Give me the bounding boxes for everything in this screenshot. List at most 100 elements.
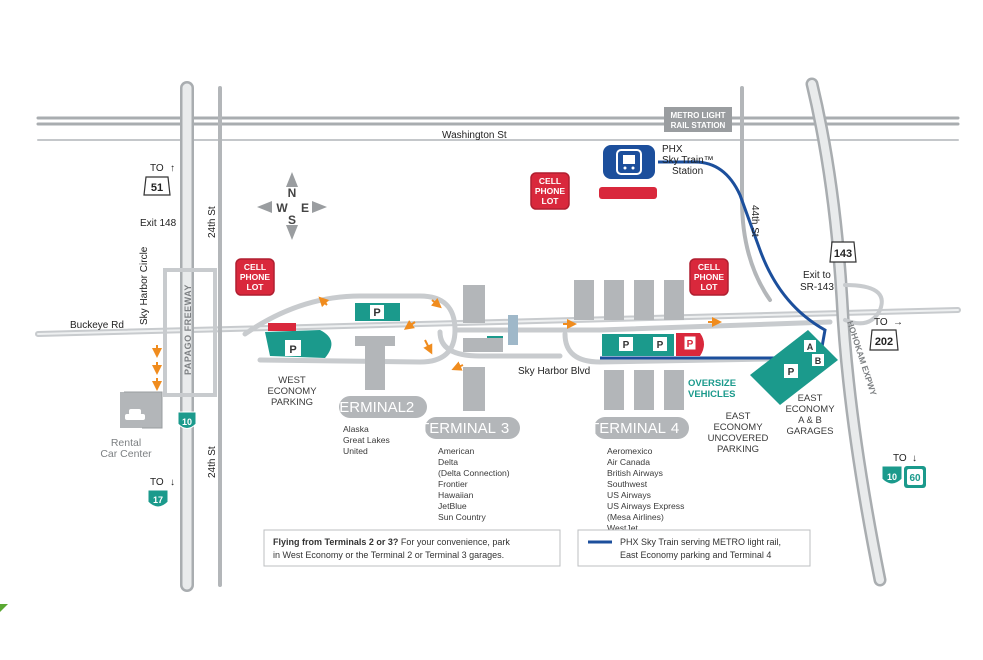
svg-text:Alaska: Alaska [343,424,369,434]
sky-harbor-circle [163,268,217,397]
cell-phone-lot-north: CELL PHONE LOT [530,172,657,210]
terminal-4: TERMINAL 4 Aeromexico Air Canada British… [590,417,689,533]
to-i17-shield: TO ↓ 17 [147,477,175,508]
svg-text:TERMINAL: TERMINAL [590,420,666,437]
exit-sr143-label-1: Exit to [803,270,831,281]
west-economy-parking: P WEST ECONOMY PARKING [265,330,332,408]
oversize-vehicles: OVERSIZE VEHICLES [688,378,736,400]
car-icon [125,409,145,420]
svg-text:10: 10 [887,472,897,482]
svg-text:JetBlue: JetBlue [438,501,467,511]
svg-text:GARAGES: GARAGES [787,426,834,437]
svg-text:CELL: CELL [698,262,720,272]
train-icon [616,149,642,175]
sky-harbor-circle-label: Sky Harbor Circle [139,246,150,325]
east-economy-uncovered: EAST ECONOMY UNCOVERED PARKING [708,411,769,455]
svg-text:VEHICLES: VEHICLES [688,389,736,400]
to-sr51-shield: TO ↑ 51 [143,163,175,196]
east-economy-garages: P A B EAST ECONOMY A & B GARAGES [750,330,838,437]
sky-train-station: PHX Sky Train™ Station [603,144,714,179]
svg-text:American: American [438,446,475,456]
44th-street [740,86,772,302]
svg-text:PARKING: PARKING [717,444,759,455]
svg-text:Sky Train™: Sky Train™ [662,155,714,166]
svg-text:202: 202 [875,336,893,348]
corner-mark [0,604,8,612]
svg-text:51: 51 [151,182,163,194]
svg-text:10: 10 [182,417,192,427]
svg-text:British Airways: British Airways [607,468,663,478]
svg-text:→: → [893,317,903,328]
terminal-3-airlines: American Delta (Delta Connection) Fronti… [438,446,510,522]
svg-text:ECONOMY: ECONOMY [785,404,835,415]
svg-text:PHX Sky Train serving METRO li: PHX Sky Train serving METRO light rail, [620,537,781,547]
44th-street-label: 44th St [749,205,760,237]
svg-text:Great Lakes: Great Lakes [343,435,390,445]
cell-phone-lot-east: CELL PHONE LOT P [676,258,729,356]
svg-text:PHONE: PHONE [694,272,725,282]
svg-text:PHONE: PHONE [240,272,271,282]
svg-text:P: P [687,339,694,350]
svg-text:LOT: LOT [542,196,560,206]
svg-text:Car Center: Car Center [100,448,152,460]
svg-text:A: A [807,342,814,352]
svg-text:PARKING: PARKING [271,397,313,408]
exit-148-label: Exit 148 [140,218,177,229]
svg-text:US Airways Express: US Airways Express [607,501,684,511]
terminal-buildings [355,280,684,411]
svg-text:P: P [657,340,664,351]
info-box-terminals-2-3: Flying from Terminals 2 or 3? For your c… [263,529,561,567]
svg-text:S: S [288,213,296,227]
terminal-4-garage: P P [602,334,674,356]
svg-text:US Airways: US Airways [607,490,651,500]
svg-text:60: 60 [909,473,921,484]
svg-text:↓: ↓ [170,477,175,488]
svg-text:WestJet: WestJet [607,523,638,533]
svg-text:METRO LIGHT: METRO LIGHT [670,111,725,120]
svg-text:EAST: EAST [798,393,823,404]
svg-text:LOT: LOT [247,282,265,292]
svg-text:P: P [289,344,296,356]
terminal-2-airlines: Alaska Great Lakes United [343,424,390,456]
svg-text:ECONOMY: ECONOMY [713,422,763,433]
svg-text:A & B: A & B [798,415,822,426]
road-network [35,77,961,592]
svg-text:W: W [276,201,288,215]
svg-text:143: 143 [834,248,852,260]
svg-text:↓: ↓ [912,453,917,464]
svg-text:2: 2 [406,399,414,416]
svg-text:CELL: CELL [539,176,561,186]
svg-text:N: N [288,186,297,200]
svg-text:Rental: Rental [111,437,141,449]
svg-text:TO: TO [893,453,907,464]
svg-text:B: B [815,356,822,366]
to-i10-us60-shields: TO ↓ 10 60 [881,453,926,488]
svg-text:TO: TO [150,163,164,174]
to-sr202-shield: TO → 202 [869,317,903,351]
svg-text:in West Economy or the Termina: in West Economy or the Terminal 2 or Ter… [273,550,504,560]
svg-text:WEST: WEST [278,375,306,386]
svg-text:↑: ↑ [170,163,175,174]
svg-text:(Mesa Airlines): (Mesa Airlines) [607,512,664,522]
svg-text:United: United [343,446,368,456]
svg-text:TERMINAL: TERMINAL [420,420,496,437]
sr143-exit-loop [843,283,884,326]
exit-sr143-label-2: SR-143 [800,282,834,293]
svg-text:Southwest: Southwest [607,479,648,489]
svg-text:PHX: PHX [662,144,683,155]
svg-text:TO: TO [150,477,164,488]
svg-text:Hawaiian: Hawaiian [438,490,474,500]
svg-text:EAST: EAST [726,411,751,422]
sr143-shield: 143 [829,241,857,263]
svg-text:RAIL STATION: RAIL STATION [671,121,726,130]
sky-harbor-blvd-label: Sky Harbor Blvd [518,366,590,377]
svg-text:Flying from Terminals 2 or 3?: Flying from Terminals 2 or 3? For your c… [273,537,510,547]
svg-text:P: P [373,307,380,319]
terminal-2: TERMINAL 2 Alaska Great Lakes United [330,396,427,456]
washington-street-label: Washington St [442,130,507,141]
svg-text:Aeromexico: Aeromexico [607,446,653,456]
svg-text:3: 3 [501,420,509,437]
svg-text:Air Canada: Air Canada [607,457,650,467]
svg-text:P: P [623,340,630,351]
